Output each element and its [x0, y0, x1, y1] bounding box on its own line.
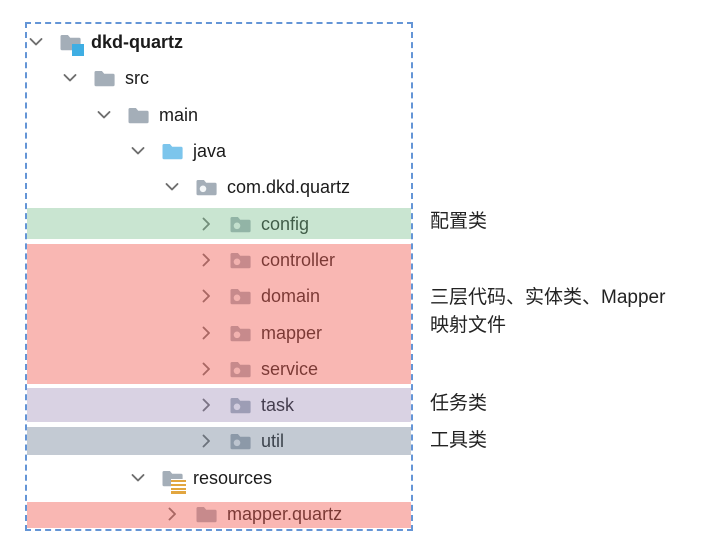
- highlight-purple: [27, 387, 411, 423]
- source-folder-icon: [161, 141, 184, 161]
- module-badge: [72, 44, 84, 57]
- tree-item-label: mapper: [261, 322, 323, 343]
- highlight-green: [27, 208, 411, 239]
- chevron-right-icon[interactable]: [197, 324, 215, 342]
- annotation-util: 工具类: [430, 430, 488, 451]
- tree-item-label: com.dkd.quartz: [227, 177, 351, 198]
- tree-row-domain[interactable]: domain: [27, 278, 411, 315]
- tree-row-controller[interactable]: controller: [27, 242, 411, 279]
- tree-item-label: java: [193, 141, 227, 162]
- annotation-task: 任务类: [430, 393, 488, 414]
- tree-row-dkd-quartz[interactable]: dkd-quartz: [27, 24, 411, 60]
- tree-row-task[interactable]: task: [27, 387, 411, 423]
- tree-row-resources[interactable]: resources: [27, 460, 411, 496]
- tree-item-label: src: [125, 68, 149, 89]
- highlight-pink: [27, 243, 411, 279]
- annotation-config: 配置类: [430, 211, 488, 232]
- package-folder-icon: [229, 359, 252, 379]
- tree-row-java[interactable]: java: [27, 133, 411, 169]
- chevron-right-icon[interactable]: [197, 215, 215, 233]
- resources-badge: [171, 478, 186, 494]
- tree-item-label: task: [261, 395, 295, 416]
- package-folder-icon: [195, 177, 218, 197]
- folder-icon: [127, 105, 150, 125]
- chevron-down-icon[interactable]: [61, 69, 79, 87]
- tree-row-mapper[interactable]: mapper: [27, 314, 411, 351]
- tree-item-label: util: [261, 431, 285, 452]
- package-folder-icon: [229, 395, 252, 415]
- folder-icon: [93, 68, 116, 88]
- chevron-right-icon[interactable]: [163, 505, 181, 523]
- tree-item-label: config: [261, 213, 310, 234]
- highlight-gray: [27, 427, 411, 455]
- resources-folder-icon: [161, 468, 186, 494]
- package-folder-icon: [229, 323, 252, 343]
- package-folder-icon: [229, 431, 252, 451]
- tree-item-label: dkd-quartz: [91, 32, 183, 53]
- tree-item-label: domain: [261, 286, 321, 307]
- project-tree: dkd-quartz src main java com.dkd.quartz: [25, 22, 413, 531]
- highlight-pink: [27, 314, 411, 351]
- tree-row-util[interactable]: util: [27, 423, 411, 459]
- chevron-right-icon[interactable]: [197, 432, 215, 450]
- tree-item-label: resources: [193, 467, 273, 488]
- tree-row-com-dkd-quartz[interactable]: com.dkd.quartz: [27, 169, 411, 205]
- tree-item-label: controller: [261, 249, 336, 270]
- chevron-right-icon[interactable]: [197, 360, 215, 378]
- tree-row-config[interactable]: config: [27, 205, 411, 241]
- chevron-down-icon[interactable]: [27, 33, 45, 51]
- chevron-right-icon[interactable]: [197, 396, 215, 414]
- tree-row-main[interactable]: main: [27, 97, 411, 133]
- tree-item-label: mapper.quartz: [227, 504, 343, 524]
- tree-row-mapper-quartz[interactable]: mapper.quartz: [27, 496, 411, 532]
- highlight-pink: [27, 350, 411, 384]
- package-folder-icon: [229, 250, 252, 270]
- tree-row-src[interactable]: src: [27, 60, 411, 96]
- highlight-pink: [27, 501, 411, 529]
- chevron-right-icon[interactable]: [197, 287, 215, 305]
- highlight-pink: [27, 278, 411, 315]
- annotation-three-layer: 三层代码、实体类、Mapper 映射文件: [430, 287, 666, 336]
- chevron-down-icon[interactable]: [129, 142, 147, 160]
- chevron-down-icon[interactable]: [95, 106, 113, 124]
- tree-item-label: main: [159, 104, 199, 125]
- chevron-down-icon[interactable]: [129, 469, 147, 487]
- package-folder-icon: [229, 214, 252, 234]
- tree-item-label: service: [261, 358, 319, 379]
- chevron-right-icon[interactable]: [197, 251, 215, 269]
- package-folder-icon: [229, 286, 252, 306]
- chevron-down-icon[interactable]: [163, 178, 181, 196]
- project-folder-icon: [59, 32, 84, 57]
- tree-row-service[interactable]: service: [27, 350, 411, 387]
- folder-icon: [195, 504, 218, 524]
